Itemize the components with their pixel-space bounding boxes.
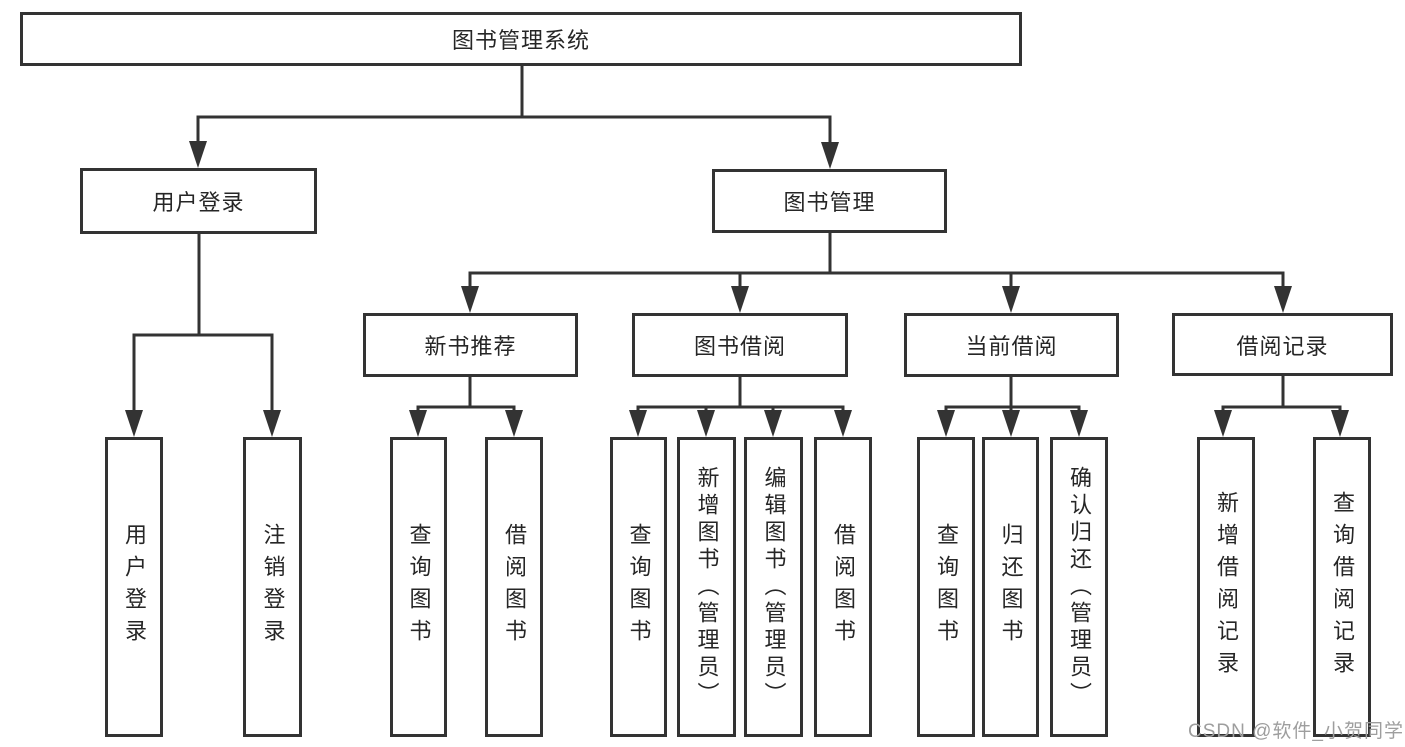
- node-book-borrowing: 图书借阅: [632, 313, 848, 377]
- leaf-return-books: 归还图书: [982, 437, 1039, 737]
- arrowhead-icon: [1214, 410, 1232, 437]
- leaf-query-books-current: 查询图书: [917, 437, 975, 737]
- leaf-confirm-return-admin: 确认归还（管理员）: [1050, 437, 1108, 737]
- arrowhead-icon: [697, 410, 715, 437]
- arrowhead-icon: [1274, 286, 1292, 313]
- watermark-text: CSDN @软件_小贺同学: [1188, 721, 1404, 742]
- node-new-book-recommend-label: 新书推荐: [424, 334, 517, 359]
- arrowhead-icon: [1070, 410, 1088, 437]
- arrowhead-icon: [263, 410, 281, 437]
- node-book-management: 图书管理: [712, 169, 947, 233]
- leaf-logout-label: 注销登录: [260, 523, 286, 651]
- leaf-logout: 注销登录: [243, 437, 302, 737]
- node-user-login: 用户登录: [80, 168, 317, 234]
- leaf-query-books-borrowing-label: 查询图书: [626, 523, 652, 651]
- leaf-query-borrow-record: 查询借阅记录: [1313, 437, 1371, 737]
- connector-current-borrowing-children: [937, 376, 1088, 437]
- node-root: 图书管理系统: [20, 12, 1022, 66]
- node-new-book-recommend: 新书推荐: [363, 313, 578, 377]
- arrowhead-icon: [834, 410, 852, 437]
- leaf-borrow-books-recommend: 借阅图书: [485, 437, 543, 737]
- arrowhead-icon: [937, 410, 955, 437]
- leaf-query-books-recommend: 查询图书: [390, 437, 447, 737]
- connector-new-book-recommend-children: [409, 376, 523, 437]
- arrowhead-icon: [764, 410, 782, 437]
- leaf-query-books-borrowing: 查询图书: [610, 437, 667, 737]
- leaf-user-login: 用户登录: [105, 437, 163, 737]
- node-user-login-label: 用户登录: [152, 190, 245, 215]
- leaf-confirm-return-admin-label: 确认归还（管理员）: [1067, 465, 1092, 709]
- node-root-label: 图书管理系统: [451, 28, 590, 53]
- leaf-borrow-books-recommend-label: 借阅图书: [502, 523, 527, 651]
- arrowhead-icon: [821, 142, 839, 169]
- node-book-borrowing-label: 图书借阅: [693, 334, 786, 359]
- leaf-add-books-admin: 新增图书（管理员）: [677, 437, 736, 737]
- arrowhead-icon: [731, 286, 749, 313]
- node-borrow-records-label: 借阅记录: [1236, 333, 1329, 359]
- arrowhead-icon: [409, 410, 427, 437]
- arrowhead-icon: [1002, 410, 1020, 437]
- connector-user-login-children: [125, 234, 281, 437]
- arrowhead-icon: [189, 141, 207, 168]
- arrowhead-icon: [461, 286, 479, 313]
- leaf-query-books-recommend-label: 查询图书: [406, 523, 432, 651]
- arrowhead-icon: [629, 410, 647, 437]
- leaf-add-borrow-record-label: 新增借阅记录: [1214, 491, 1239, 683]
- leaf-add-books-admin-label: 新增图书（管理员）: [694, 465, 720, 709]
- leaf-edit-books-admin-label: 编辑图书（管理员）: [761, 465, 787, 709]
- leaf-user-login-label: 用户登录: [122, 523, 147, 651]
- arrowhead-icon: [125, 410, 143, 437]
- arrowhead-icon: [1002, 286, 1020, 313]
- leaf-borrow-books-label: 借阅图书: [831, 523, 856, 651]
- leaf-add-borrow-record: 新增借阅记录: [1197, 437, 1255, 737]
- connector-borrow-records-children: [1214, 376, 1349, 437]
- node-book-management-label: 图书管理: [783, 190, 876, 215]
- connector-root-to-level2: [189, 66, 839, 169]
- node-borrow-records: 借阅记录: [1172, 313, 1393, 376]
- connector-book-management-children: [461, 233, 1292, 313]
- leaf-query-borrow-record-label: 查询借阅记录: [1330, 491, 1355, 683]
- leaf-borrow-books: 借阅图书: [814, 437, 872, 737]
- arrowhead-icon: [1331, 410, 1349, 437]
- leaf-edit-books-admin: 编辑图书（管理员）: [744, 437, 803, 737]
- leaf-return-books-label: 归还图书: [998, 523, 1024, 651]
- node-current-borrowing: 当前借阅: [904, 313, 1119, 377]
- arrowhead-icon: [505, 410, 523, 437]
- node-current-borrowing-label: 当前借阅: [965, 334, 1058, 359]
- leaf-query-books-current-label: 查询图书: [934, 523, 959, 651]
- connector-book-borrowing-children: [629, 376, 852, 437]
